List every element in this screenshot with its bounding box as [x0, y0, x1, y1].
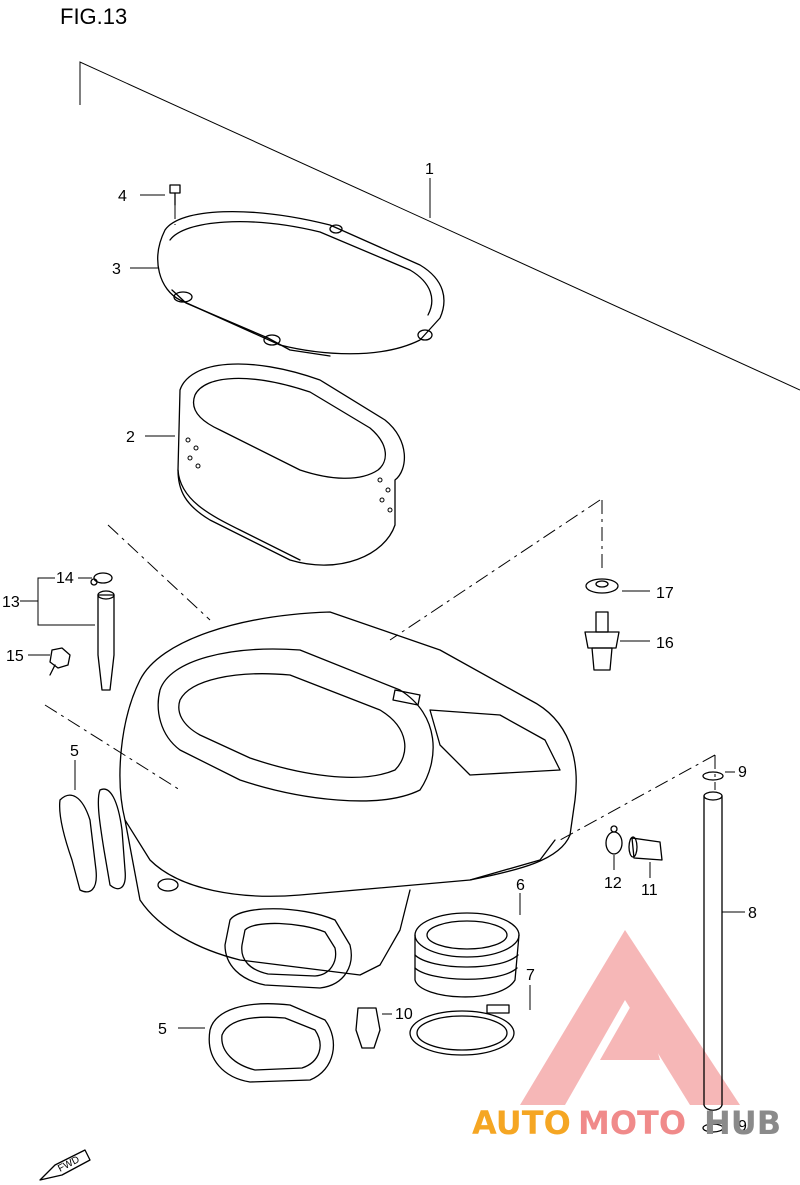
callout-11: 11: [641, 882, 658, 899]
air-filter-element-part-2: [145, 363, 406, 566]
callout-5b: 5: [158, 1021, 167, 1038]
clamp-part-7: [409, 985, 531, 1056]
callout-16: 16: [656, 635, 674, 652]
callout-14: 14: [56, 570, 74, 587]
clip-part-10: [355, 1007, 392, 1049]
assembly-dash-lines: [44, 499, 716, 841]
assembly-bracket: [79, 61, 800, 391]
callout-labels: 1 2 3 4 5 5 6 7 8 9 9 10 11 12 13 14 15 …: [2, 161, 757, 1135]
air-cleaner-box: [119, 611, 577, 976]
callout-8: 8: [748, 905, 757, 922]
callout-6: 6: [516, 877, 525, 894]
callout-9a: 9: [738, 764, 747, 781]
small-parts-11-12: [605, 825, 663, 878]
callout-10: 10: [395, 1006, 413, 1023]
callout-3: 3: [112, 261, 121, 278]
air-cleaner-cap-part-3: [130, 210, 445, 357]
callout-12: 12: [604, 875, 622, 892]
breather-tube-part-13-14: [20, 572, 115, 691]
filter-mesh-pattern: [185, 437, 393, 513]
watermark-word-moto: MOTO: [578, 1104, 686, 1142]
callout-17: 17: [656, 585, 674, 602]
screw-part-4: [140, 184, 181, 225]
duct-part-5-left: [59, 760, 126, 893]
drain-plug-part-16-17: [584, 578, 650, 671]
inlet-funnel-part-6: [414, 893, 521, 998]
watermark-text: AUTO MOTO HUB: [472, 1104, 781, 1142]
box-outlet: [224, 908, 352, 989]
watermark-word-auto: AUTO: [472, 1104, 571, 1142]
watermark-word-hub: HUB: [704, 1104, 781, 1142]
callout-13: 13: [2, 594, 20, 611]
callout-4: 4: [118, 188, 127, 205]
callout-15: 15: [6, 648, 24, 665]
hose-part-8-9: [702, 771, 745, 1133]
bolt-part-15: [28, 647, 71, 676]
watermark-logo: [520, 930, 740, 1105]
duct-part-5-lower: [178, 1003, 335, 1083]
callout-7: 7: [526, 967, 535, 984]
callout-2: 2: [126, 429, 135, 446]
callout-9b: 9: [738, 1118, 747, 1135]
callout-1: 1: [425, 161, 434, 178]
callout-5a: 5: [70, 743, 79, 760]
fwd-direction-arrow: FWD: [39, 1149, 91, 1181]
figure-title: FIG.13: [60, 4, 128, 29]
